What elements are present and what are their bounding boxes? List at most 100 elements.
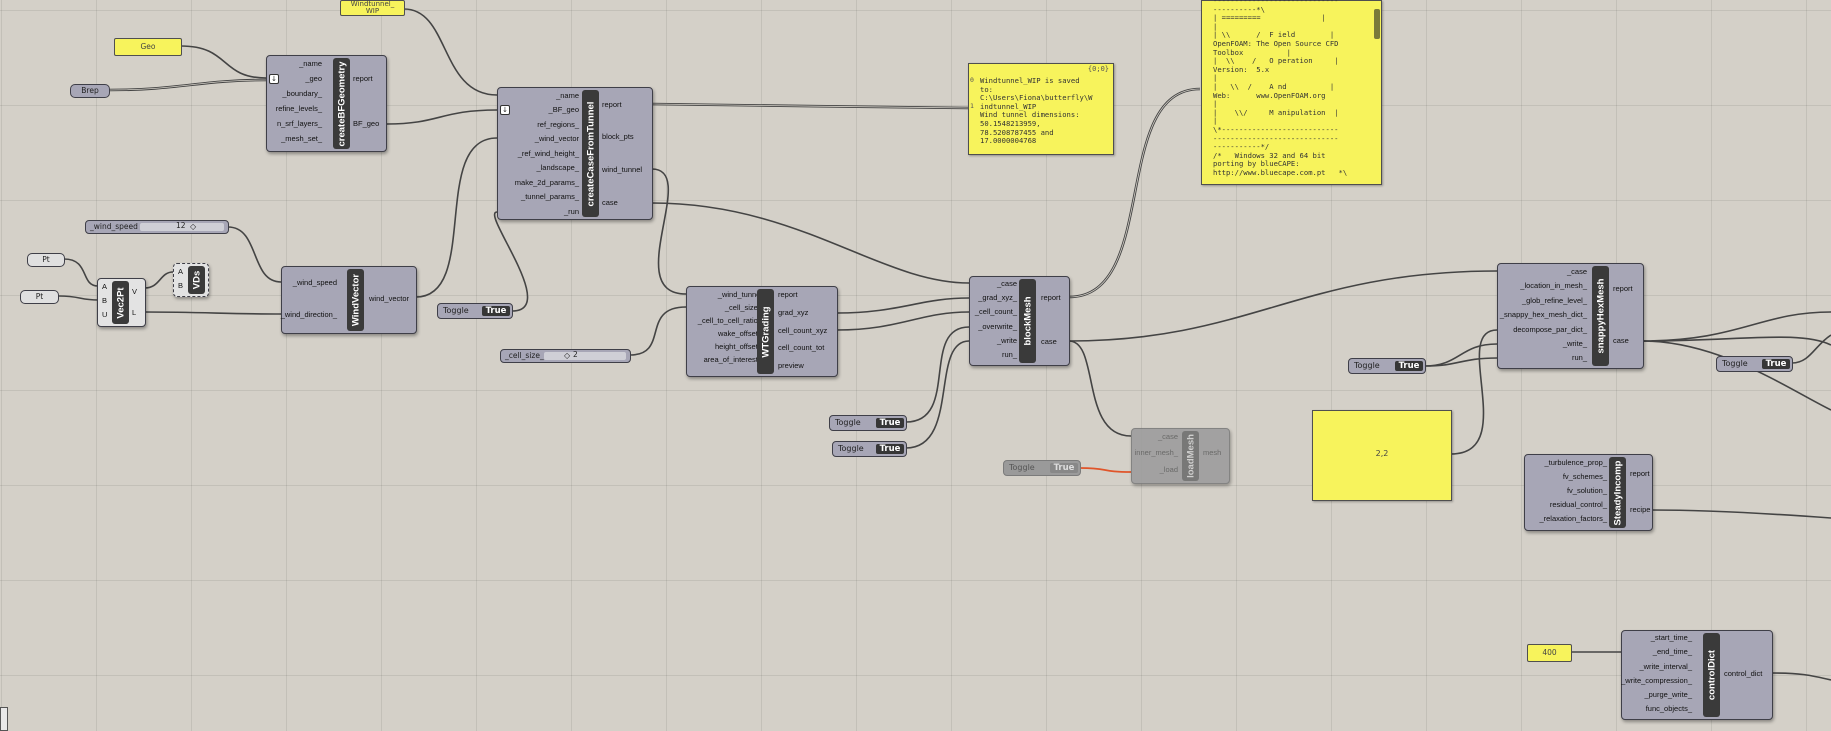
toggle-value[interactable]: True <box>876 444 904 454</box>
toggle-value[interactable]: True <box>876 418 904 428</box>
input-port[interactable]: fv_schemes_ <box>1562 472 1607 481</box>
createBFGeometry-component[interactable]: _name ↓ _geo _boundary_ refine_levels_ n… <box>266 55 387 152</box>
output-port[interactable]: mesh <box>1203 448 1222 457</box>
decompose-panel[interactable]: 2,2 <box>1312 410 1452 501</box>
input-port[interactable]: _grad_xyz_ <box>978 293 1017 302</box>
input-port[interactable]: ref_regions_ <box>537 120 579 129</box>
brep-param[interactable]: Brep <box>70 84 110 98</box>
WTGrading-component[interactable]: _wind_tunnel _cell_size_ _cell_to_cell_r… <box>686 286 838 377</box>
output-port[interactable]: recipe <box>1630 505 1651 514</box>
blockMesh-component[interactable]: _case _grad_xyz_ _cell_count_ _overwrite… <box>969 276 1070 366</box>
geo-param[interactable]: Geo <box>114 38 182 56</box>
controlDict-component[interactable]: _start_time_ _end_time_ _write_interval_… <box>1621 630 1773 720</box>
input-port[interactable]: _case <box>996 279 1017 288</box>
input-port[interactable]: _cell_to_cell_ratio_ <box>697 316 762 325</box>
windtunnel-name-panel[interactable]: Windtunnel_ WIP <box>340 0 405 16</box>
run-toggle[interactable]: Toggle True <box>437 303 513 319</box>
input-port[interactable]: _glob_refine_level_ <box>1521 296 1587 305</box>
toggle-value[interactable]: True <box>1395 361 1423 371</box>
pt-param-1[interactable]: Pt <box>27 253 65 267</box>
snappy-run-toggle[interactable]: Toggle True <box>1716 356 1793 372</box>
output-port[interactable]: report <box>1613 284 1633 293</box>
input-port[interactable]: make_2d_params_ <box>514 178 579 187</box>
input-port[interactable]: _cell_count_ <box>974 307 1017 316</box>
input-port[interactable]: residual_control_ <box>1549 500 1607 509</box>
input-port[interactable]: A <box>102 282 108 291</box>
output-port[interactable]: block_pts <box>602 132 634 141</box>
input-port[interactable]: _wind_vector <box>534 134 579 143</box>
SteadyIncomp-component[interactable]: _turbulence_prop_ fv_schemes_ fv_solutio… <box>1524 454 1653 531</box>
end-time-panel[interactable]: 400 <box>1527 644 1572 662</box>
input-port[interactable]: _case <box>1157 432 1178 441</box>
input-port[interactable]: area_of_interest_ <box>703 355 762 364</box>
slider-grip-icon[interactable]: ◇ <box>190 222 197 231</box>
input-port[interactable]: decompose_par_dict_ <box>1513 325 1587 334</box>
output-port[interactable]: case <box>1041 337 1057 346</box>
input-port[interactable]: _mesh_set_ <box>281 134 322 143</box>
output-port[interactable]: grad_xyz <box>778 308 809 317</box>
input-port[interactable]: wake_offset_ <box>717 329 762 338</box>
slider-track[interactable] <box>544 352 626 360</box>
input-port[interactable]: _snappy_hex_mesh_dict_ <box>1499 310 1587 319</box>
input-port[interactable]: _write_compression_ <box>1621 676 1692 685</box>
input-port[interactable]: _relaxation_factors_ <box>1539 514 1607 523</box>
run-toggle[interactable]: Toggle True <box>832 441 907 457</box>
input-port[interactable]: func_objects_ <box>1645 704 1692 713</box>
output-port[interactable]: cell_count_xyz <box>778 326 828 335</box>
output-port[interactable]: case <box>1613 336 1629 345</box>
input-port[interactable]: A <box>178 267 184 276</box>
input-port[interactable]: _purge_write_ <box>1644 690 1692 699</box>
canvas-corner-widget[interactable] <box>0 707 8 731</box>
input-port[interactable]: _turbulence_prop_ <box>1544 458 1607 467</box>
input-port[interactable]: _write_interval_ <box>1639 662 1692 671</box>
input-port[interactable]: _wind_tunnel <box>717 290 762 299</box>
input-port[interactable]: _write <box>996 336 1017 345</box>
slider-grip-icon[interactable]: ◇ <box>564 351 571 360</box>
input-port[interactable]: _wind_direction_ <box>280 310 337 319</box>
input-port[interactable]: _write_ <box>1562 339 1587 348</box>
input-port[interactable]: refine_levels_ <box>275 104 322 113</box>
input-port[interactable]: _location_in_mesh_ <box>1520 281 1587 290</box>
input-port[interactable]: _BF_geo <box>548 105 579 114</box>
toggle-value[interactable]: True <box>1050 463 1078 473</box>
openfoam-output-panel[interactable]: ----------------------------- ----------… <box>1201 0 1382 185</box>
write-toggle[interactable]: Toggle True <box>829 415 907 431</box>
output-port[interactable]: wind_vector <box>369 294 410 303</box>
input-port[interactable]: _start_time_ <box>1650 633 1692 642</box>
input-port[interactable]: _overwrite_ <box>978 322 1017 331</box>
output-port[interactable]: report <box>1630 469 1650 478</box>
output-port[interactable]: case <box>602 198 618 207</box>
WindVector-component[interactable]: _wind_speed _wind_direction_ WindVector … <box>281 266 417 334</box>
load-toggle[interactable]: Toggle True <box>1003 460 1081 476</box>
output-port[interactable]: cell_count_tot <box>778 343 825 352</box>
input-port[interactable]: run_ <box>1001 350 1017 359</box>
toggle-value[interactable]: True <box>1762 359 1790 369</box>
VDs-component[interactable]: A B VDs <box>173 263 209 297</box>
input-port[interactable]: _case <box>1566 267 1587 276</box>
input-port[interactable]: U <box>102 310 108 319</box>
pt-param-2[interactable]: Pt <box>20 290 59 304</box>
loadMesh-component[interactable]: _case inner_mesh_ _load loadMesh mesh <box>1131 428 1230 484</box>
snappy-write-toggle[interactable]: Toggle True <box>1348 358 1426 374</box>
output-port[interactable]: report <box>353 74 373 83</box>
createCaseFromTunnel-component[interactable]: _name ↓ _BF_geo ref_regions_ _wind_vecto… <box>497 87 653 220</box>
output-port[interactable]: BF_geo <box>353 119 380 128</box>
output-port[interactable]: L <box>132 308 137 317</box>
toggle-value[interactable]: True <box>482 306 510 316</box>
output-port[interactable]: V <box>132 287 138 296</box>
output-port[interactable]: report <box>1041 293 1061 302</box>
output-port[interactable]: wind_tunnel <box>602 165 643 174</box>
input-port[interactable]: _geo <box>305 74 322 83</box>
input-port[interactable]: inner_mesh_ <box>1134 448 1178 457</box>
input-port[interactable]: _name <box>299 59 322 68</box>
slider-track[interactable] <box>140 223 224 231</box>
input-port[interactable]: _run <box>563 207 579 216</box>
output-port[interactable]: report <box>602 100 622 109</box>
input-port[interactable]: _load <box>1159 465 1178 474</box>
output-port[interactable]: report <box>778 290 798 299</box>
input-port[interactable]: _ref_wind_height_ <box>517 149 579 158</box>
input-port[interactable]: _landscape_ <box>536 163 579 172</box>
input-port[interactable]: fv_solution_ <box>1566 486 1607 495</box>
saved-output-panel[interactable]: {0;0} 0 1 Windtunnel_WIP is saved to: C:… <box>968 63 1114 155</box>
input-port[interactable]: _end_time_ <box>1652 647 1692 656</box>
